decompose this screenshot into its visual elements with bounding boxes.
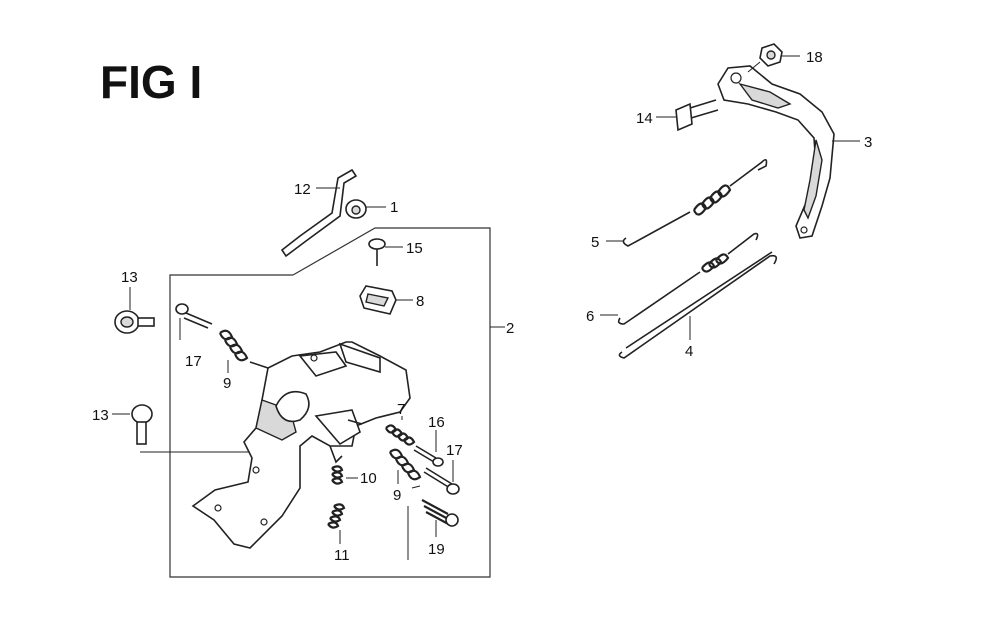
callout-19: 19: [428, 541, 445, 558]
part-10-spring: [331, 465, 358, 485]
part-11-spring: [327, 503, 346, 544]
part-5-spring-rod: [606, 158, 768, 247]
part-13-flange-bolt-upper: [114, 287, 155, 334]
part-2-control-base: [191, 341, 411, 549]
assembly-frame: [169, 227, 505, 578]
callout-2: 2: [506, 320, 514, 337]
part-13-flange-bolt-lower: [112, 404, 253, 453]
callout-labels: 1 2 3 4 5 6 7 8 9 9 10 11 12 13 13 14 15…: [92, 49, 872, 564]
part-17-screw-right: [423, 460, 460, 495]
part-9-spring-upper: [218, 329, 269, 373]
part-9-spring-lower: [388, 448, 422, 484]
callout-13-lower: 13: [92, 407, 109, 424]
callout-1: 1: [390, 199, 398, 216]
callout-18: 18: [806, 49, 823, 66]
figure-title: FIG I: [100, 56, 202, 108]
part-19-screw: [407, 485, 459, 560]
callout-14: 14: [636, 110, 653, 127]
part-3-lever-arm: [717, 61, 860, 239]
callout-10: 10: [360, 470, 377, 487]
callout-16: 16: [428, 414, 445, 431]
part-6-spring-rod: [600, 232, 759, 325]
part-8-stopper: [359, 285, 413, 315]
callout-4: 4: [685, 343, 693, 360]
part-18-nut: [759, 43, 800, 67]
callout-13-upper: 13: [121, 269, 138, 286]
callout-5: 5: [591, 234, 599, 251]
part-4-rod: [618, 251, 778, 359]
callout-12: 12: [294, 181, 311, 198]
callout-9-upper: 9: [223, 375, 231, 392]
callout-9-lower: 9: [393, 487, 401, 504]
callout-6: 6: [586, 308, 594, 325]
callout-17-left: 17: [185, 353, 202, 370]
callout-17-right: 17: [446, 442, 463, 459]
callout-8: 8: [416, 293, 424, 310]
part-14-bolt: [656, 99, 719, 132]
callout-7: 7: [397, 401, 405, 418]
part-12-wire-link: [280, 168, 358, 258]
callout-3: 3: [864, 134, 872, 151]
part-16-screw: [413, 430, 444, 467]
part-1-clip: [345, 199, 386, 219]
callout-15: 15: [406, 240, 423, 257]
part-7-spring: [385, 416, 416, 446]
part-15-bolt: [368, 238, 403, 266]
callout-11: 11: [334, 547, 350, 564]
part-17-screw-left: [175, 303, 213, 340]
